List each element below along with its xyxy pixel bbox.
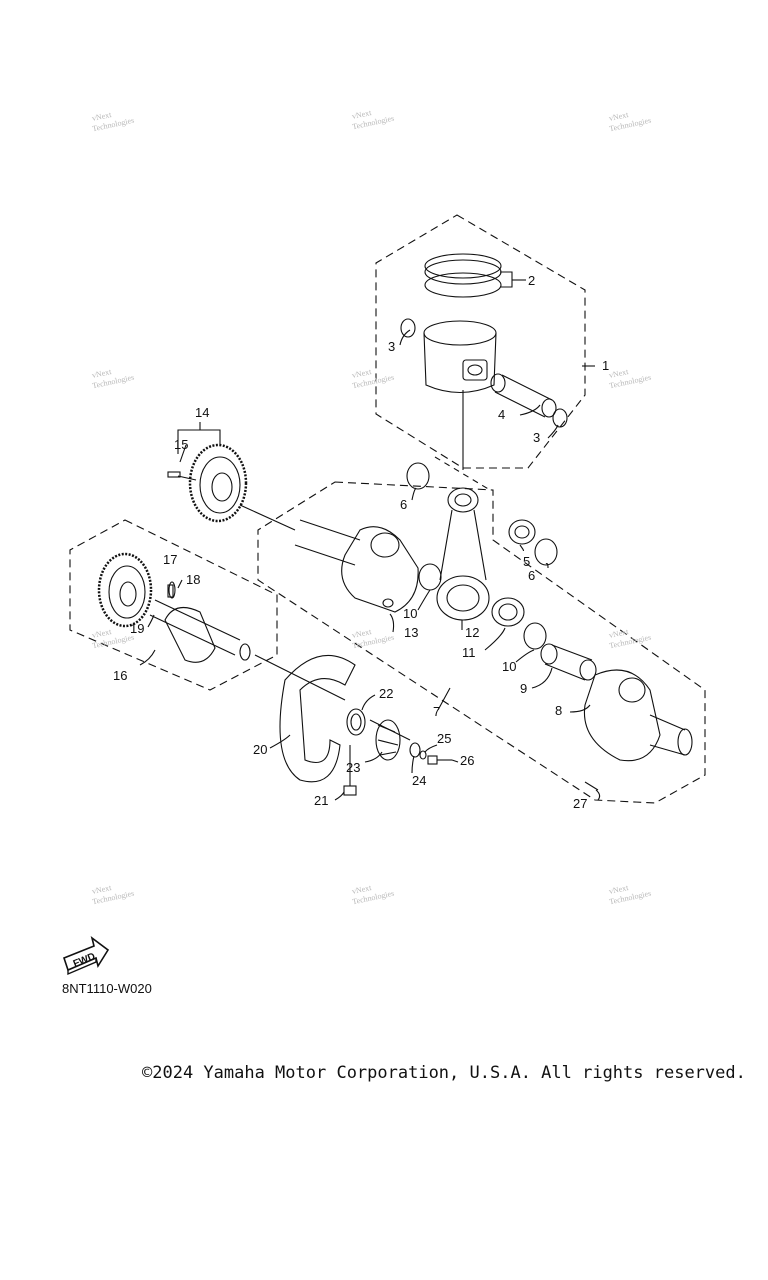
drive-gear (177, 422, 248, 523)
copyright-notice: ©2024 Yamaha Motor Corporation, U.S.A. A… (142, 1063, 746, 1083)
crank-pin (540, 643, 597, 681)
thrust-washer-left (418, 563, 442, 591)
piston-pin (490, 373, 557, 418)
callout-4: 4 (498, 407, 505, 422)
callout-27: 27 (573, 796, 587, 811)
diagram-code: 8NT1110-W020 (62, 981, 152, 996)
small-end-bearing (508, 519, 536, 545)
callout-26: 26 (460, 753, 474, 768)
callout-9: 9 (520, 681, 527, 696)
pin-18 (167, 584, 174, 598)
group-outline-piston (375, 214, 586, 469)
callout-22: 22 (379, 686, 393, 701)
pin-15 (167, 471, 181, 478)
balancer-shaft (149, 581, 251, 663)
seal (346, 708, 366, 736)
callout-3-top: 3 (388, 339, 395, 354)
fwd-arrow-icon: FWD (63, 936, 110, 976)
crank-weight-cover (279, 654, 356, 783)
callout-19: 19 (130, 621, 144, 636)
callout-20: 20 (253, 742, 267, 757)
callout-10-left: 10 (403, 606, 417, 621)
callout-23: 23 (346, 760, 360, 775)
callout-24: 24 (412, 773, 426, 788)
piston-pin-clip-top (400, 318, 416, 338)
callout-5: 5 (523, 554, 530, 569)
bolt-21 (343, 745, 357, 796)
callout-6-top: 6 (400, 497, 407, 512)
callout-1: 1 (602, 358, 609, 373)
callout-15: 15 (174, 437, 188, 452)
washer-25 (419, 750, 427, 760)
piston-pin-clip-bottom (552, 408, 568, 428)
washer-24 (409, 742, 421, 758)
callout-10-right: 10 (502, 659, 516, 674)
callout-14: 14 (195, 405, 209, 420)
big-end-bearing (491, 597, 525, 627)
callout-2: 2 (528, 273, 535, 288)
callout-21: 21 (314, 793, 328, 808)
callout-8: 8 (555, 703, 562, 718)
connecting-rod (436, 487, 490, 621)
thrust-washer-right (523, 622, 547, 650)
crankshaft-right (583, 669, 693, 762)
callout-17: 17 (163, 552, 177, 567)
callout-12: 12 (465, 625, 479, 640)
washer-upper (406, 462, 430, 490)
piston (423, 320, 497, 393)
group-outline-balancer (69, 519, 278, 691)
group-outline-crankshaft (257, 481, 706, 804)
balancer-gear (97, 552, 153, 628)
bolt-26 (427, 755, 452, 765)
callout-3-bottom: 3 (533, 430, 540, 445)
callout-7: 7 (433, 704, 440, 719)
callout-25: 25 (437, 731, 451, 746)
callout-16: 16 (113, 668, 127, 683)
piston-rings (424, 253, 526, 298)
impeller (375, 719, 401, 761)
callout-13: 13 (404, 625, 418, 640)
callout-18: 18 (186, 572, 200, 587)
washer-lower (534, 538, 558, 566)
crankshaft-left (294, 519, 419, 613)
callout-11: 11 (462, 645, 476, 660)
woodruff-key (584, 781, 599, 791)
callout-6-bottom: 6 (528, 568, 535, 583)
